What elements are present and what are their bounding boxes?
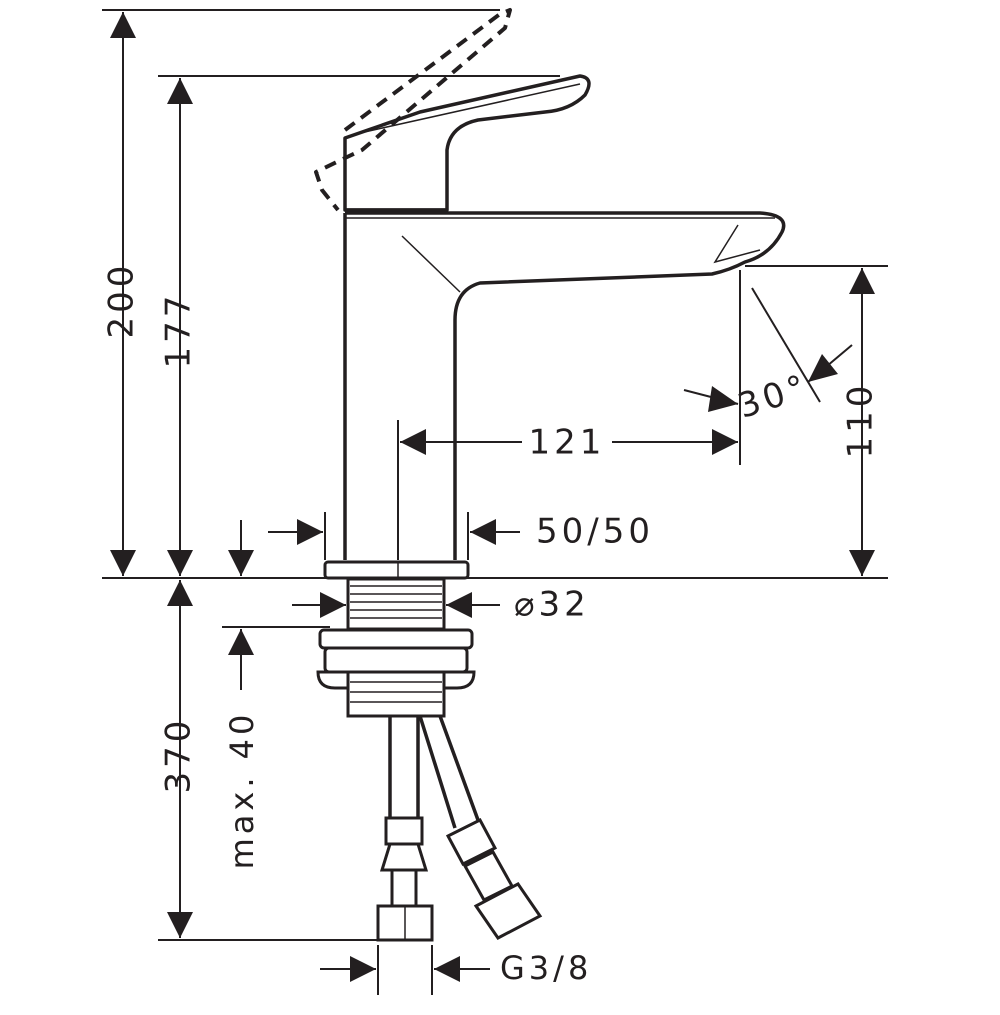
dimension-arrows <box>110 12 875 982</box>
spout <box>345 211 786 560</box>
supply-hoses <box>376 715 543 942</box>
threaded-shank <box>316 577 476 718</box>
dimension-labels: 200 177 370 max. 40 110 121 30° 50/50 ⌀3… <box>102 262 881 987</box>
dim-50-50-label: 50/50 <box>536 512 654 552</box>
lever-open-position <box>314 8 512 212</box>
dim-diameter-32-label: ⌀32 <box>514 585 590 625</box>
dim-121-label: 121 <box>529 423 606 463</box>
dim-110-label: 110 <box>841 382 881 459</box>
dim-370-label: 370 <box>159 717 199 794</box>
lever <box>343 74 591 212</box>
dim-177-label: 177 <box>159 292 199 369</box>
faucet-body <box>314 8 786 580</box>
dim-g3-8-label: G3/8 <box>500 949 592 987</box>
dim-200-label: 200 <box>102 262 142 339</box>
extension-lines <box>102 9 888 995</box>
dim-30deg-label: 30° <box>733 366 814 426</box>
dim-max40-label: max. 40 <box>223 711 261 870</box>
